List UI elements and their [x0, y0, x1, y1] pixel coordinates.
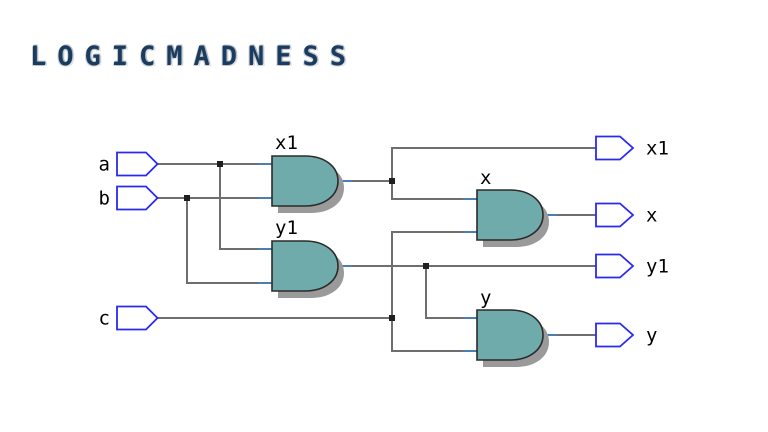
wires: [157, 147, 596, 352]
output-port-shape[interactable]: [595, 202, 635, 228]
wire-junction: [389, 178, 395, 184]
output-port-shape[interactable]: [595, 135, 635, 161]
gate-body[interactable]: [476, 189, 544, 241]
output-port-shape[interactable]: [595, 253, 635, 279]
wire-junction: [423, 263, 429, 269]
gate-label: y: [480, 287, 491, 309]
input-port-shape[interactable]: [116, 305, 159, 331]
app-title: LOGICMADNESS: [30, 41, 358, 72]
wire-b-branch-to-y1[interactable]: [186, 198, 272, 284]
wire-junction: [389, 315, 395, 321]
gate-body[interactable]: [271, 240, 339, 292]
wire-c-to-gate-x[interactable]: [391, 231, 477, 318]
junctions: [184, 161, 429, 321]
output-port-label: y: [646, 325, 657, 347]
gate-body[interactable]: [476, 309, 544, 361]
input-port-c[interactable]: c: [99, 305, 159, 331]
wire-x1-to-gate-x[interactable]: [391, 181, 477, 200]
wire-a-branch-to-y1[interactable]: [219, 164, 272, 250]
gate-label: x1: [275, 132, 298, 154]
input-port-label: b: [99, 188, 110, 210]
input-port-b[interactable]: b: [99, 185, 159, 211]
gate-body[interactable]: [271, 155, 339, 207]
and-gate-x1[interactable]: x1: [271, 132, 344, 213]
output-port-y1[interactable]: y1: [595, 253, 669, 279]
and-gate-y1[interactable]: y1: [271, 217, 344, 298]
input-port-a[interactable]: a: [99, 151, 159, 177]
gate-label: y1: [275, 217, 298, 239]
input-port-label: a: [99, 154, 110, 176]
wire-junction: [217, 161, 223, 167]
output-port-label: x: [646, 205, 657, 227]
pin-stubs: [258, 163, 557, 352]
wire-junction: [184, 195, 190, 201]
output-port-label: y1: [646, 256, 669, 278]
input-port-label: c: [99, 308, 110, 330]
and-gate-y[interactable]: y: [476, 287, 549, 367]
output-port-label: x1: [646, 138, 669, 160]
and-gate-x[interactable]: x: [476, 167, 549, 247]
gate-label: x: [480, 167, 491, 189]
output-port-shape[interactable]: [595, 322, 635, 348]
input-port-shape[interactable]: [116, 185, 159, 211]
wire-x1-to-port[interactable]: [391, 147, 596, 181]
wire-c-to-gate-y[interactable]: [391, 318, 477, 352]
input-port-shape[interactable]: [116, 151, 159, 177]
wire-y1-to-gate-y[interactable]: [425, 266, 477, 319]
output-port-y[interactable]: y: [595, 322, 657, 348]
output-port-x[interactable]: x: [595, 202, 657, 228]
output-port-x1[interactable]: x1: [595, 135, 669, 161]
